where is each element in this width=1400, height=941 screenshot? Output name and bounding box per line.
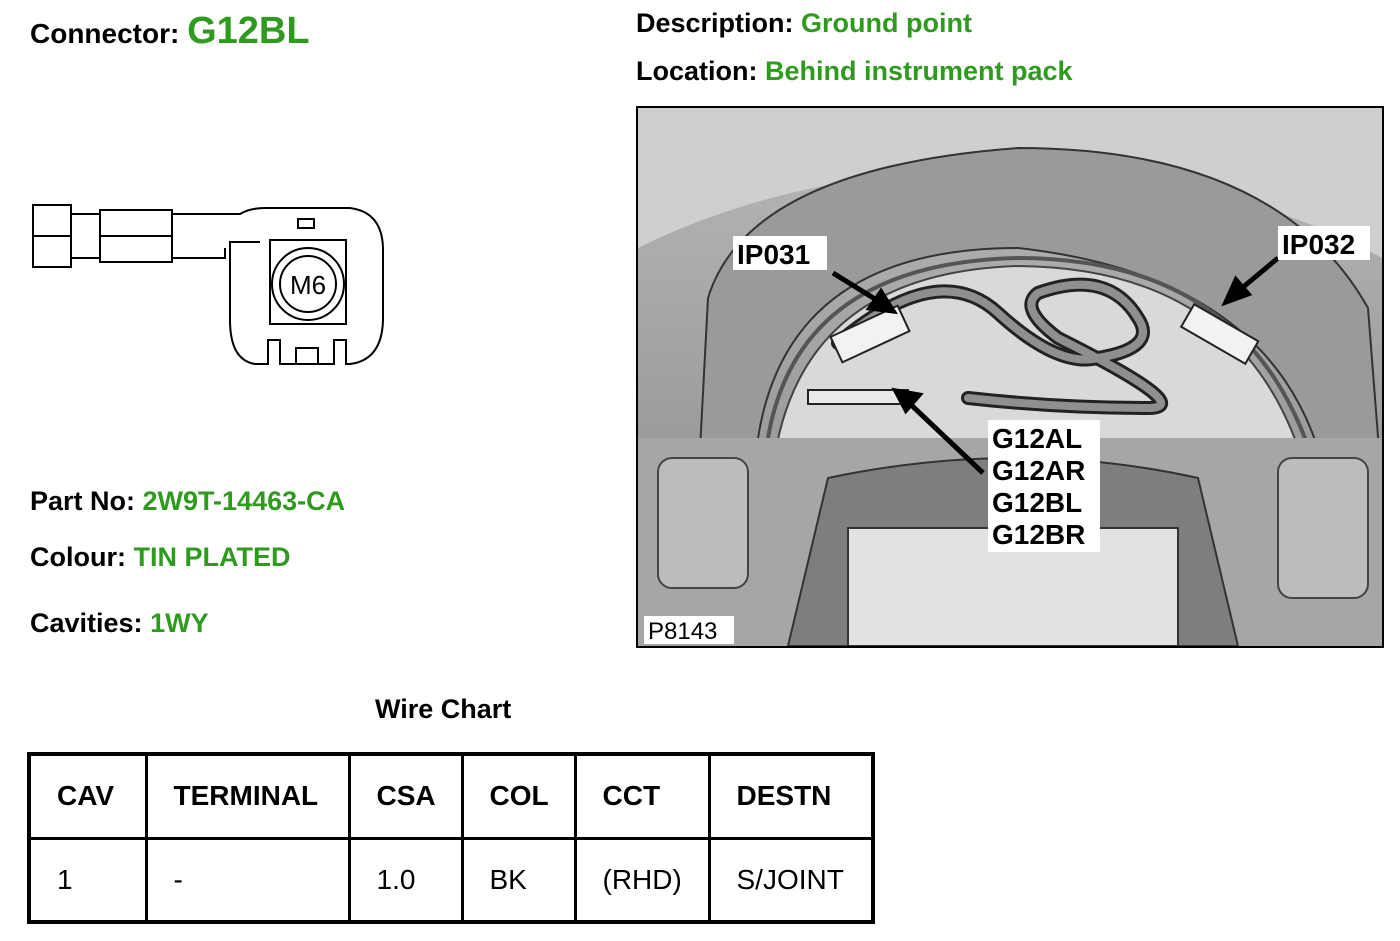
location-value: Behind instrument pack	[765, 56, 1073, 86]
callout-g12bl: G12BL	[992, 487, 1082, 518]
location-photo: IP031 IP032 G12AL G12AR G12BL G12BR P814…	[636, 106, 1384, 648]
callout-ip031: IP031	[737, 239, 810, 270]
description-label: Description:	[636, 8, 794, 38]
cavities-value: 1WY	[150, 608, 209, 638]
description-row: Description: Ground point	[636, 8, 972, 39]
location-label: Location:	[636, 56, 758, 86]
colour-label: Colour:	[30, 542, 126, 572]
description-value: Ground point	[801, 8, 972, 38]
connector-id: G12BL	[187, 10, 310, 52]
callout-g12br: G12BR	[992, 519, 1085, 550]
column-header-cav: CAV	[27, 752, 148, 840]
cell-cav: 1	[27, 836, 148, 924]
cell-csa: 1.0	[347, 836, 464, 924]
wire-chart-title: Wire Chart	[375, 694, 512, 724]
cavities-label: Cavities:	[30, 608, 143, 638]
callout-g12al: G12AL	[992, 423, 1082, 454]
column-header-terminal: TERMINAL	[144, 752, 351, 840]
column-header-cct: CCT	[573, 752, 711, 840]
colour-value: TIN PLATED	[133, 542, 291, 572]
cell-destn: S/JOINT	[707, 836, 875, 924]
wire-chart-table: CAV TERMINAL CSA COL CCT DESTN 1 - 1.0 B…	[27, 752, 875, 924]
part-number-row: Part No: 2W9T-14463-CA	[30, 486, 345, 517]
connector-label: Connector:	[30, 18, 180, 49]
colour-row: Colour: TIN PLATED	[30, 542, 291, 573]
table-row: 1 - 1.0 BK (RHD) S/JOINT	[27, 836, 875, 924]
location-row: Location: Behind instrument pack	[636, 56, 1073, 87]
cavities-row: Cavities: 1WY	[30, 608, 209, 639]
cell-col: BK	[460, 836, 577, 924]
callout-ip032: IP032	[1282, 229, 1355, 260]
callout-g12ar: G12AR	[992, 455, 1085, 486]
part-number-value: 2W9T-14463-CA	[142, 486, 346, 516]
photo-ref: P8143	[648, 618, 717, 645]
column-header-destn: DESTN	[707, 752, 875, 840]
connector-drawing: M6	[32, 204, 384, 365]
cell-cct: (RHD)	[573, 836, 711, 924]
column-header-col: COL	[460, 752, 577, 840]
cell-terminal: -	[144, 836, 351, 924]
column-header-csa: CSA	[347, 752, 464, 840]
table-header-row: CAV TERMINAL CSA COL CCT DESTN	[27, 752, 875, 840]
stud-size-label: M6	[290, 270, 326, 300]
connector-heading: Connector: G12BL	[30, 10, 310, 53]
part-number-label: Part No:	[30, 486, 136, 516]
